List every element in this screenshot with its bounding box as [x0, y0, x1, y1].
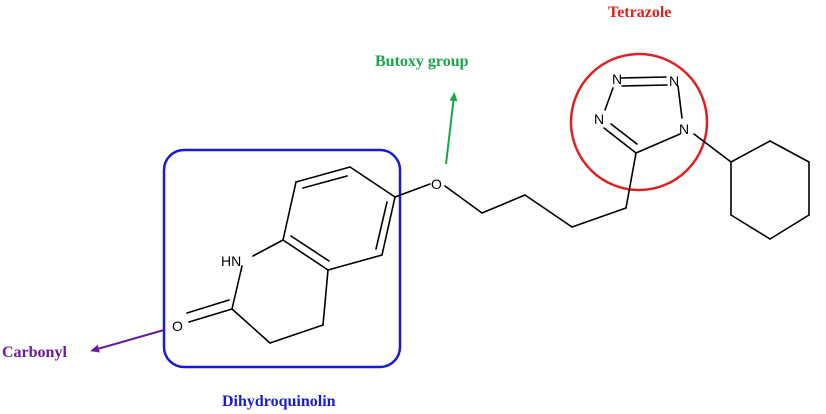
bond: [610, 123, 638, 145]
bond: [769, 214, 810, 240]
bond: [322, 269, 329, 326]
bond: [295, 166, 351, 183]
bond: [444, 185, 483, 214]
atom-tetrazole-n1: N: [679, 121, 689, 137]
bond: [621, 84, 668, 87]
bond: [604, 87, 614, 111]
bond: [302, 175, 348, 189]
atom-ether-oxygen: O: [431, 176, 442, 192]
bond: [186, 299, 230, 314]
bond: [375, 201, 388, 250]
bond: [481, 194, 526, 214]
atom-tetrazole-n2: N: [669, 73, 679, 89]
molecule-bonds: [186, 76, 810, 344]
atom-carbonyl-oxygen: O: [172, 318, 183, 334]
atom-nh: HN: [221, 253, 241, 269]
bond: [394, 183, 431, 198]
bond: [188, 308, 233, 323]
bond: [620, 76, 667, 79]
atom-tetrazole-n4: N: [594, 111, 604, 127]
bond: [282, 239, 329, 271]
label-tetrazole: Tetrazole: [608, 4, 671, 21]
bond: [327, 254, 383, 271]
bond: [282, 181, 297, 241]
label-dihydroquinolin: Dihydroquinolin: [222, 393, 336, 410]
bond: [571, 207, 627, 228]
bond: [677, 85, 683, 119]
carbonyl-arrow: [90, 329, 165, 353]
bond: [231, 265, 243, 310]
label-carbonyl: Carbonyl: [2, 344, 67, 361]
bond: [231, 308, 271, 344]
bond: [524, 194, 573, 228]
dihydroquinolin-highlight-box: [162, 148, 402, 369]
bond: [769, 140, 810, 163]
bond: [635, 133, 681, 154]
bond: [381, 196, 396, 256]
bond: [269, 324, 324, 344]
bond: [730, 214, 771, 240]
bond: [625, 152, 637, 209]
tetrazole-highlight-circle: [569, 52, 709, 192]
bond: [693, 133, 732, 163]
bond: [290, 235, 330, 262]
label-butoxy-group: Butoxy group: [375, 53, 469, 70]
bond: [603, 127, 637, 154]
bond: [252, 239, 284, 257]
atom-tetrazole-n3: N: [612, 71, 622, 87]
bond: [730, 140, 771, 163]
bond: [349, 166, 396, 198]
butoxy-arrow: [445, 92, 458, 165]
